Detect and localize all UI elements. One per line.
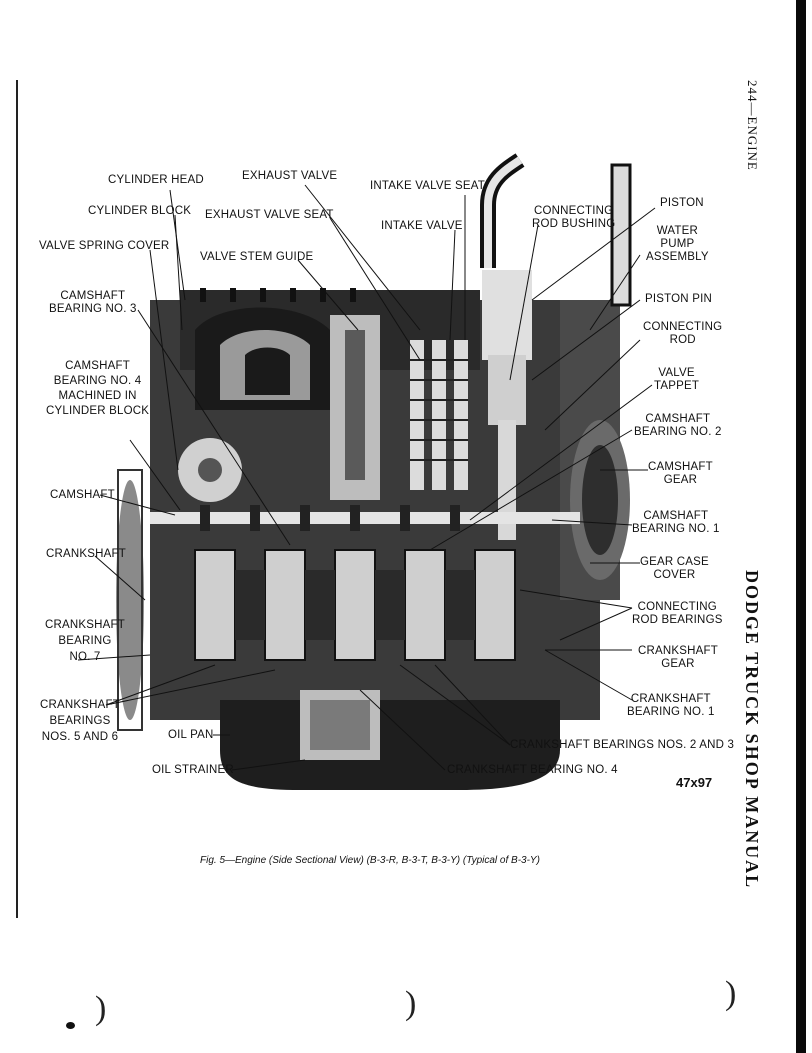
label-crankshaft: CRANKSHAFT xyxy=(46,548,126,560)
label-camshaft: CAMSHAFT xyxy=(50,489,115,501)
label-camshaft-bearing-3: CAMSHAFT BEARING NO. 3 xyxy=(49,290,137,315)
label-connecting-rod-bushing: CONNECTING ROD BUSHING xyxy=(532,205,616,230)
page-speck xyxy=(66,1022,75,1029)
label-crankshaft-gear: CRANKSHAFT GEAR xyxy=(638,645,718,670)
label-crankshaft-bearings-5-6: CRANKSHAFT BEARINGS NOS. 5 AND 6 xyxy=(40,699,120,743)
label-piston-pin: PISTON PIN xyxy=(645,293,712,305)
leader-lines xyxy=(77,184,656,771)
label-valve-stem-guide: VALVE STEM GUIDE xyxy=(200,251,314,263)
label-camshaft-gear: CAMSHAFT GEAR xyxy=(648,461,713,486)
right-edge-shadow xyxy=(796,0,806,1053)
label-gear-case-cover: GEAR CASE COVER xyxy=(640,556,709,581)
label-valve-spring-cover: VALVE SPRING COVER xyxy=(39,240,170,252)
label-piston: PISTON xyxy=(660,197,704,209)
binder-hole-mark-center: ) xyxy=(405,985,417,1022)
label-cylinder-block: CYLINDER BLOCK xyxy=(88,205,192,217)
label-oil-strainer: OIL STRAINER xyxy=(152,764,234,776)
label-oil-pan: OIL PAN xyxy=(168,729,214,741)
label-exhaust-valve-seat: EXHAUST VALVE SEAT xyxy=(205,209,334,221)
label-crankshaft-bearing-7: CRANKSHAFT BEARING NO. 7 xyxy=(45,619,125,663)
label-intake-valve: INTAKE VALVE xyxy=(381,220,463,232)
label-connecting-rod: CONNECTING ROD xyxy=(643,321,723,346)
binder-hole-mark-right: ) xyxy=(725,975,737,1012)
label-camshaft-bearing-1: CAMSHAFT BEARING NO. 1 xyxy=(632,510,720,535)
figure-caption: Fig. 5—Engine (Side Sectional View) (B-3… xyxy=(200,855,540,866)
binder-hole-mark-left: ) xyxy=(95,990,107,1027)
label-camshaft-bearing-4: CAMSHAFT BEARING NO. 4 MACHINED IN CYLIN… xyxy=(46,360,150,417)
label-intake-valve-seat: INTAKE VALVE SEAT xyxy=(370,180,486,192)
figure-number: 47x97 xyxy=(676,775,713,790)
label-crankshaft-bearing-4: CRANKSHAFT BEARING NO. 4 xyxy=(447,764,618,776)
label-connecting-rod-bearings: CONNECTING ROD BEARINGS xyxy=(632,601,723,626)
label-valve-tappet: VALVE TAPPET xyxy=(654,367,700,392)
label-cylinder-head: CYLINDER HEAD xyxy=(108,174,204,186)
engine-block-drawing xyxy=(116,153,632,790)
label-crankshaft-bearings-2-3: CRANKSHAFT BEARINGS NOS. 2 AND 3 xyxy=(510,739,735,751)
label-exhaust-valve: EXHAUST VALVE xyxy=(242,170,338,182)
label-crankshaft-bearing-1: CRANKSHAFT BEARING NO. 1 xyxy=(627,693,715,718)
label-camshaft-bearing-2: CAMSHAFT BEARING NO. 2 xyxy=(634,413,722,438)
left-margin-rule xyxy=(16,80,18,918)
label-water-pump-assembly: WATER PUMP ASSEMBLY xyxy=(646,225,709,263)
